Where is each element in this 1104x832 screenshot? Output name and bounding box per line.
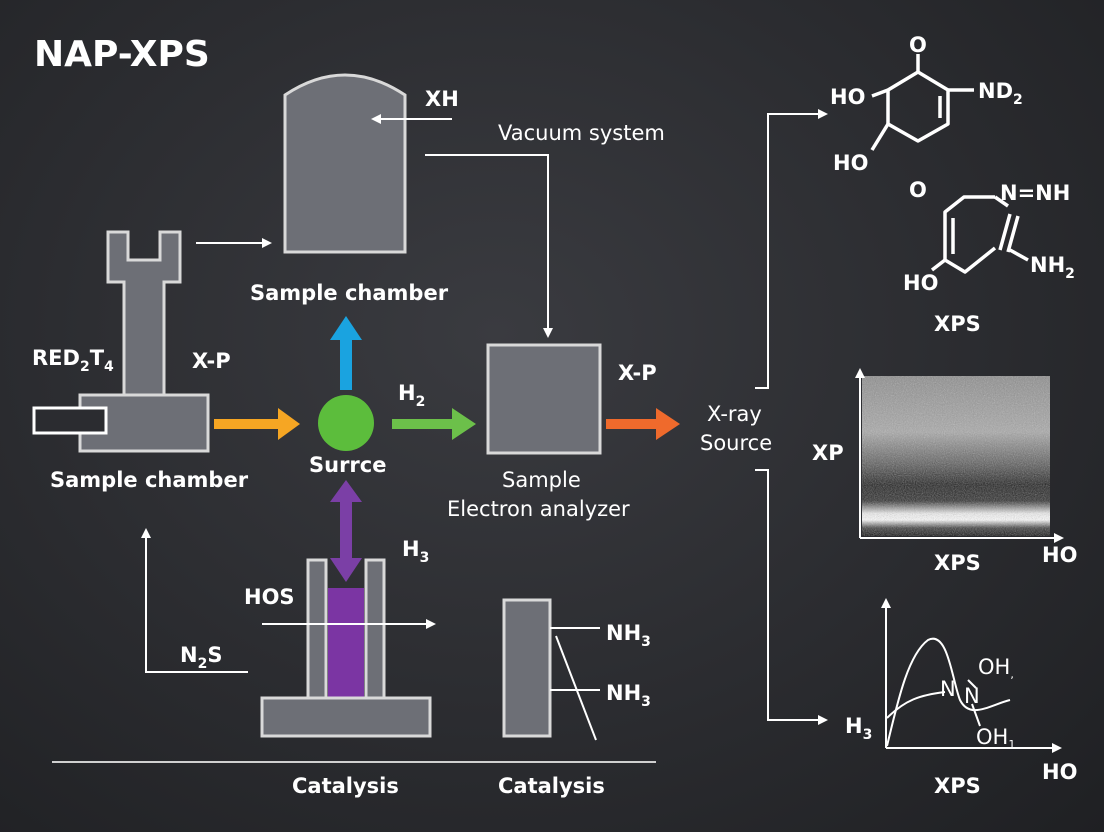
- orange-arrow: [214, 408, 300, 440]
- h2-label: H2: [398, 381, 425, 410]
- molecule-2: N=NH HO NH2: [903, 181, 1075, 295]
- n-a-label: N: [940, 677, 956, 701]
- sample-label: Sample: [502, 468, 581, 492]
- purple-double-arrow: [330, 480, 362, 582]
- spectrum-curve-1: [886, 637, 1011, 747]
- sample-chamber-left-label: Sample chamber: [50, 468, 249, 492]
- mol1-nd2: ND2: [978, 79, 1023, 108]
- oh-bottom-label: OH1: [976, 725, 1015, 751]
- mol2-n-eq: N=NH: [1000, 181, 1070, 205]
- vacuum-arrow: [425, 154, 553, 338]
- source-label: Surrce: [309, 453, 386, 477]
- h3-mid-label: H3: [402, 537, 429, 566]
- n2s-return-arrow: [141, 528, 248, 673]
- mol1-o-bottom: O: [909, 178, 927, 202]
- xps-label-1: XPS: [934, 312, 981, 336]
- diagram-title: NAP-XPS: [34, 34, 210, 75]
- catalysis-label-1: Catalysis: [292, 774, 399, 798]
- ho-axis-label-2: HO: [1042, 760, 1077, 784]
- xray-label-line2: Source: [700, 431, 772, 455]
- electron-analyzer-box: [486, 343, 602, 455]
- xps-label-3: XPS: [934, 774, 981, 798]
- xps-spectrum-panel: [881, 598, 1062, 753]
- mol2-ho: HO: [903, 271, 938, 295]
- top-chamber-shape: [283, 73, 407, 254]
- mol1-o-top: O: [909, 33, 927, 57]
- spectrum-n-bond-2: [971, 703, 981, 727]
- xp-axis-label: XP: [812, 441, 844, 465]
- spectrum-curve-2: [886, 691, 946, 719]
- molecule-2-n-bond: [994, 195, 1009, 208]
- spectrum-n-bond-1: [967, 679, 977, 689]
- xps-label-2: XPS: [934, 551, 981, 575]
- xp-left-label: X-P: [192, 349, 231, 373]
- molecule-2-cn-double: [1006, 215, 1020, 253]
- molecule-1: O HO ND2 HO O: [830, 33, 1023, 202]
- electron-analyzer-label: Electron analyzer: [447, 497, 630, 521]
- xh-label: XH: [425, 87, 459, 111]
- mol1-ho-left: HO: [830, 85, 865, 109]
- xray-label-line1: X-ray: [707, 402, 762, 426]
- xray-down-arrow: [755, 469, 828, 725]
- reactor-wall-left: [306, 558, 328, 700]
- nh3-column: [502, 598, 552, 738]
- ho-axis-label-1: HO: [1042, 543, 1077, 567]
- green-arrow: [392, 408, 476, 440]
- molecule-2-nh2-bond: [1009, 248, 1029, 262]
- vacuum-system-label: Vacuum system: [498, 121, 665, 145]
- catalysis-label-2: Catalysis: [498, 774, 605, 798]
- xray-up-arrow: [755, 109, 828, 389]
- n2s-label: N2S: [180, 643, 222, 672]
- nh3-label-a: NH3: [606, 621, 651, 650]
- reactor-wall-right: [364, 558, 386, 700]
- left-port: [32, 406, 108, 435]
- molecule-2-ho-bond: [930, 258, 947, 272]
- sample-chamber-top-label: Sample chamber: [250, 281, 449, 305]
- red-arrow: [606, 408, 680, 440]
- h3-right-label: H3: [845, 714, 872, 743]
- manipulator-tower: [106, 230, 182, 397]
- reactor-purple-core: [328, 588, 364, 698]
- blue-arrow: [330, 316, 362, 390]
- nh3-label-b: NH3: [606, 681, 651, 710]
- red2t4-label: RED2T4: [32, 346, 114, 375]
- left-chamber-base: [78, 393, 210, 453]
- reactor-base: [260, 696, 432, 738]
- molecule-2-cn-bond: [998, 213, 1012, 251]
- molecule-2-ring: [943, 195, 997, 274]
- nh3-diagonal: [555, 635, 597, 741]
- xps-image-panel: [855, 368, 1064, 543]
- xps-image-noise: [862, 376, 1050, 536]
- hos-label: HOS: [244, 585, 295, 609]
- mol1-ho-bottom: HO: [833, 151, 868, 175]
- source-circle: [318, 395, 374, 451]
- xp-mid-label: X-P: [618, 361, 657, 385]
- mol2-nh2: NH2: [1030, 253, 1075, 282]
- molecule-1-ho-bond-2: [870, 123, 890, 151]
- n-b-label: N: [964, 684, 980, 708]
- molecule-1-ho-bond: [871, 88, 889, 98]
- oh-top-label: OH,: [978, 655, 1014, 681]
